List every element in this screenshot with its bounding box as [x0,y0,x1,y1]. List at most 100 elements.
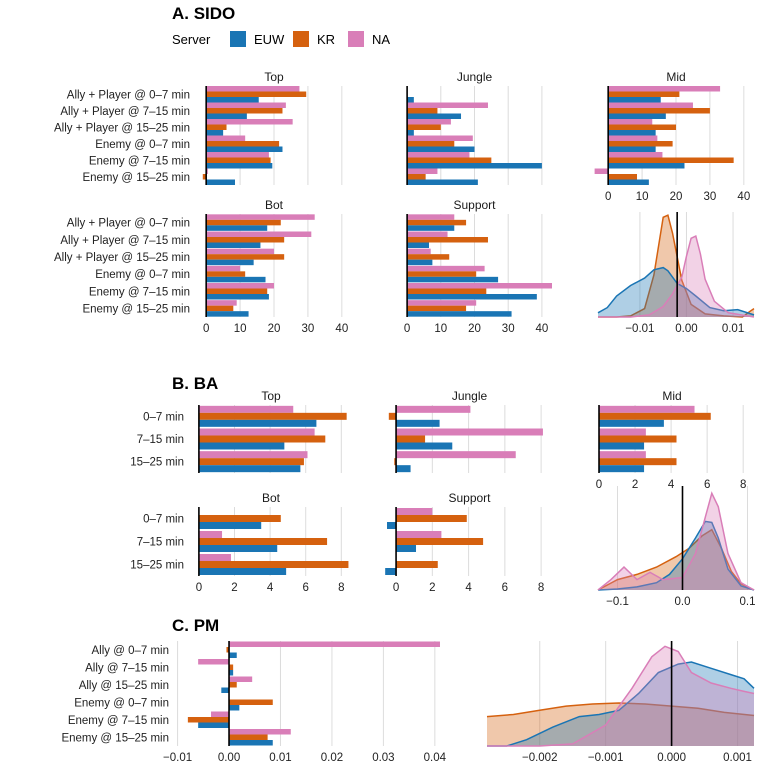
bar-na-ally-player-7-15-min [407,231,448,237]
bar-na-ally-player-0-7-min [407,214,455,220]
bar-kr-7-15-min [396,538,484,545]
bar-na-enemy-0-7-min [206,135,246,141]
facet-sido-jungle: Jungle [406,70,543,185]
bar-euw-ally-player-7-15-min [608,113,666,119]
bar-kr-enemy-15-25-min [407,174,426,180]
x-tick-label: 6 [303,582,309,594]
x-tick-label: 0 [196,582,202,594]
density-fill-na [487,646,754,746]
x-tick-label: 6 [704,479,710,491]
bar-kr-enemy-7-15-min [206,288,268,294]
bar-na-7-15-min [198,428,315,436]
bar-kr-ally-player-7-15-min [206,108,283,114]
x-tick-label: 4 [668,479,675,491]
bar-kr-7-15-min [599,435,677,443]
bar-kr-enemy-7-15-min [206,157,271,163]
x-tick-label: −0.001 [588,752,624,764]
bar-euw-enemy-7-15-min [206,163,273,169]
x-tick-label: 0 [393,582,399,594]
bar-kr-15-25-min [394,458,397,466]
bar-kr-enemy-7-15-min [608,157,734,163]
x-tick-label: 0.01 [269,752,291,764]
x-tick-label: 0 [605,191,611,203]
x-tick-label: 30 [302,323,315,335]
bar-euw-15-25-min [198,568,287,575]
bar-na-ally-15-25-min [229,676,253,682]
bar-kr-ally-player-0-7-min [206,91,307,97]
bar-euw-enemy-0-7-min [407,146,475,152]
density-line-euw [597,266,755,316]
bar-na-0-7-min [599,405,695,413]
legend-title: Server [172,32,211,47]
bar-kr-enemy-0-7-min [229,699,273,705]
panel-title-pm: C. PM [172,616,219,635]
bar-euw-15-25-min [385,568,397,575]
bar-na-enemy-7-15-min [407,152,470,158]
bar-kr-enemy-15-25-min [206,305,234,312]
bar-euw-enemy-15-25-min [229,740,273,746]
bar-na-ally-player-0-7-min [206,86,300,92]
bar-kr-7-15-min [396,435,426,443]
bar-na-ally-player-15-25-min [608,119,653,125]
bar-na-enemy-7-15-min [206,283,274,289]
density-fill-euw [598,267,754,317]
bar-na-0-7-min [396,508,433,515]
legend-key-kr [293,31,309,47]
bar-na-enemy-15-25-min [206,300,237,306]
category-label: Enemy @ 0–7 min [95,139,190,151]
bar-euw-enemy-0-7-min [229,705,240,711]
x-tick-label: 0 [596,479,602,491]
bar-euw-enemy-7-15-min [198,722,230,728]
category-label: 7–15 min [137,434,184,446]
bar-na-ally-player-7-15-min [206,231,312,237]
bar-kr-ally-0-7-min [226,647,230,653]
bar-na-ally-player-15-25-min [407,248,431,255]
bar-euw-ally-player-7-15-min [407,113,462,119]
density-fill-euw [598,521,754,590]
bar-euw-ally-player-0-7-min [407,97,414,103]
category-label: 0–7 min [143,514,184,526]
bar-kr-ally-player-7-15-min [407,237,488,243]
bar-kr-enemy-15-25-min [407,305,467,312]
bar-kr-ally-player-15-25-min [407,124,441,130]
x-tick-label: 10 [234,323,247,335]
category-label: Enemy @ 15–25 min [61,732,169,744]
bar-kr-0-7-min [396,515,467,522]
bar-euw-ally-player-15-25-min [407,259,433,266]
bar-kr-enemy-15-25-min [608,174,637,180]
bar-euw-enemy-15-25-min [206,179,235,185]
density-line-na [487,645,755,747]
x-tick-label: 0.01 [722,323,744,335]
density-line-kr [486,702,755,718]
category-label: Ally @ 0–7 min [91,645,169,657]
bar-kr-ally-player-0-7-min [206,219,281,226]
density-line-na [597,491,755,591]
bar-na-ally-player-0-7-min [206,214,315,220]
x-tick-label: 8 [740,479,746,491]
legend-label-kr: KR [317,32,335,47]
facet-strip-support: Support [453,198,496,212]
bar-na-15-25-min [396,451,516,459]
category-label: Ally + Player @ 7–15 min [60,106,190,118]
bar-na-ally-7-15-min [198,659,230,665]
x-tick-label: 0 [203,323,209,335]
x-tick-label: 0.001 [723,752,752,764]
bar-kr-enemy-7-15-min [187,717,230,723]
density-fill-euw [487,662,754,746]
x-tick-label: 0.0 [675,596,691,608]
x-tick-label: −0.1 [606,596,629,608]
density-fill-na [598,236,754,317]
bar-euw-enemy-7-15-min [206,294,269,300]
facet-strip-bot: Bot [265,198,284,212]
bar-euw-enemy-0-7-min [608,146,656,152]
x-tick-label: 10 [434,323,447,335]
bar-na-15-25-min [198,554,231,561]
bar-euw-enemy-7-15-min [407,163,542,169]
